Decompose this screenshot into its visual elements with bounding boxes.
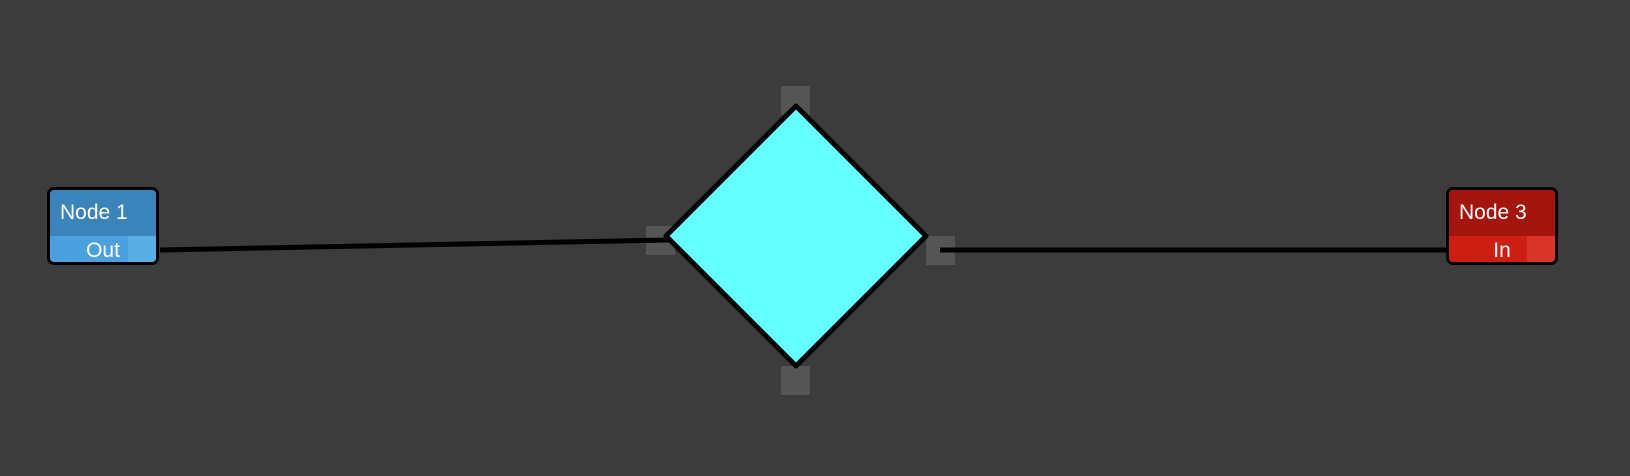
node-title: Node 1 <box>50 190 156 236</box>
port-grip[interactable] <box>128 236 156 262</box>
input-port[interactable]: In <box>1449 236 1555 262</box>
node-title: Node 3 <box>1449 190 1555 236</box>
port-label: Out <box>86 239 120 262</box>
node-3[interactable]: Node 3 In <box>1446 187 1558 265</box>
port-label: In <box>1493 239 1511 262</box>
output-port[interactable]: Out <box>50 236 156 262</box>
decision-diamond[interactable] <box>663 103 929 369</box>
connection-handle-bottom[interactable] <box>781 366 810 395</box>
link-node1-to-decision[interactable] <box>159 237 671 253</box>
node-1[interactable]: Node 1 Out <box>47 187 159 265</box>
port-grip[interactable] <box>1527 236 1555 262</box>
